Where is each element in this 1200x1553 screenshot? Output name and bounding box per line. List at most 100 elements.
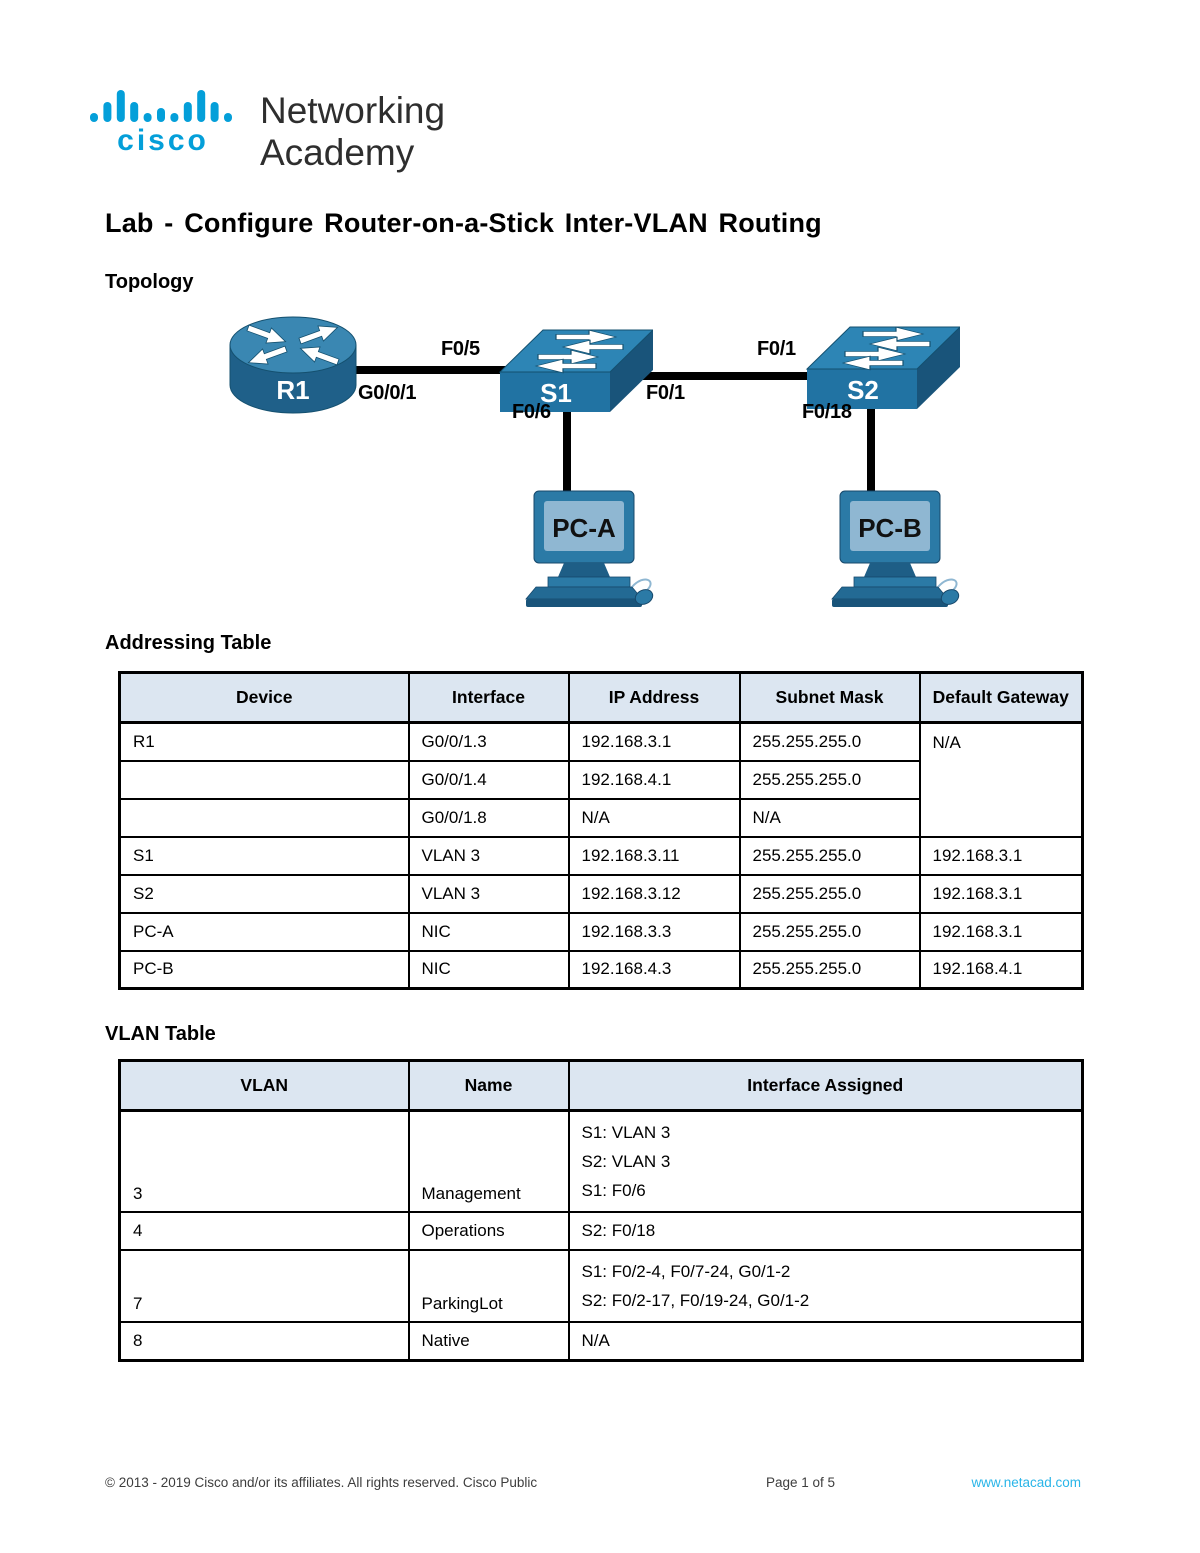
port-label-f0-6: F0/6: [512, 401, 551, 423]
table-row: PC-B NIC 192.168.4.3 255.255.255.0 192.1…: [118, 949, 1084, 990]
interface-line: S1: VLAN 3: [581, 1123, 671, 1142]
cell-mask: 255.255.255.0: [738, 759, 921, 800]
cell-device: [118, 759, 410, 800]
cell-mask: 255.255.255.0: [738, 835, 921, 876]
cell-ip: 192.168.3.11: [567, 835, 741, 876]
topology-diagram: R1 S1 S2 PC-A PC-B F0/5 G0/0/1 F0/6 F0/1…: [0, 300, 1200, 630]
cell-vlan: 3: [118, 1109, 410, 1213]
cell-mask: 255.255.255.0: [738, 949, 921, 990]
link-s2-pcb: [867, 402, 875, 492]
cisco-wordmark: cisco: [117, 124, 209, 157]
page-footer: © 2013 - 2019 Cisco and/or its affiliate…: [0, 1475, 1200, 1497]
port-label-f0-18: F0/18: [802, 401, 852, 423]
cell-vlan: 4: [118, 1211, 410, 1251]
col-header-mask: Subnet Mask: [738, 671, 921, 724]
switch-s2-label: S2: [847, 375, 879, 405]
cell-mask: 255.255.255.0: [738, 911, 921, 952]
cell-gateway: 192.168.3.1: [918, 873, 1084, 914]
cell-mask: 255.255.255.0: [738, 873, 921, 914]
brand-line-networking: Networking: [260, 90, 446, 131]
cell-interface: NIC: [407, 949, 570, 990]
cell-ip: 192.168.4.3: [567, 949, 741, 990]
col-header-name: Name: [407, 1059, 570, 1112]
pc-b-label: PC-B: [858, 513, 922, 543]
col-header-interface-assigned: Interface Assigned: [567, 1059, 1084, 1112]
cell-interface: G0/0/1.4: [407, 759, 570, 800]
table-row: 4 Operations S2: F0/18: [118, 1211, 1084, 1251]
addressing-header-row: Device Interface IP Address Subnet Mask …: [118, 671, 1084, 724]
switch-s2-icon: S2: [805, 319, 960, 411]
cell-interface: VLAN 3: [407, 835, 570, 876]
cell-device: S1: [118, 835, 410, 876]
cell-ip: N/A: [567, 797, 741, 838]
table-row: 8 Native N/A: [118, 1321, 1084, 1361]
cisco-networking-academy-logo: cisco Networking Academy: [88, 88, 445, 174]
col-header-gateway: Default Gateway: [918, 671, 1084, 724]
cell-interfaces: N/A: [567, 1321, 1084, 1361]
cell-interface: G0/0/1.3: [407, 721, 570, 762]
interface-line: S2: VLAN 3: [581, 1152, 671, 1171]
router-r1-icon: R1: [228, 315, 358, 417]
cell-gateway: 192.168.4.1: [918, 949, 1084, 990]
cell-device: [118, 797, 410, 838]
table-row: PC-A NIC 192.168.3.3 255.255.255.0 192.1…: [118, 911, 1084, 952]
col-header-vlan: VLAN: [118, 1059, 410, 1112]
cell-interfaces: S1: F0/2-4, F0/7-24, G0/1-2 S2: F0/2-17,…: [567, 1249, 1084, 1323]
networking-academy-text: Networking Academy: [260, 90, 445, 174]
cell-interface: NIC: [407, 911, 570, 952]
port-label-f0-5: F0/5: [441, 338, 480, 360]
brand-line-academy: Academy: [260, 132, 415, 173]
cell-interface: G0/0/1.8: [407, 797, 570, 838]
table-row: 3 Management S1: VLAN 3 S2: VLAN 3 S1: F…: [118, 1109, 1084, 1213]
router-r1-label: R1: [276, 375, 309, 405]
interface-line: S1: F0/6: [581, 1181, 646, 1200]
cell-name: Operations: [407, 1211, 570, 1251]
topology-heading: Topology: [105, 271, 194, 293]
netacad-link[interactable]: www.netacad.com: [971, 1475, 1081, 1490]
cell-ip: 192.168.3.1: [567, 721, 741, 762]
cell-device: PC-A: [118, 911, 410, 952]
page-number: Page 1 of 5: [766, 1475, 836, 1490]
cisco-bridge-bars-icon: [90, 90, 232, 122]
cell-gateway: 192.168.3.1: [918, 911, 1084, 952]
cell-ip: 192.168.4.1: [567, 759, 741, 800]
link-s1-s2: [642, 372, 812, 380]
cell-name: ParkingLot: [407, 1249, 570, 1323]
interface-line: S1: F0/2-4, F0/7-24, G0/1-2: [581, 1262, 791, 1281]
table-row: 7 ParkingLot S1: F0/2-4, F0/7-24, G0/1-2…: [118, 1249, 1084, 1323]
col-header-ip: IP Address: [567, 671, 741, 724]
cell-vlan: 7: [118, 1249, 410, 1323]
cell-name: Management: [407, 1109, 570, 1213]
table-row: S2 VLAN 3 192.168.3.12 255.255.255.0 192…: [118, 873, 1084, 914]
table-row: S1 VLAN 3 192.168.3.11 255.255.255.0 192…: [118, 835, 1084, 876]
link-s1-pca: [563, 405, 571, 492]
cell-interfaces: S2: F0/18: [567, 1211, 1084, 1251]
table-row: R1 G0/0/1.3 192.168.3.1 255.255.255.0 N/…: [118, 721, 1084, 838]
cell-gateway-merged: N/A: [918, 721, 1084, 838]
vlan-header-row: VLAN Name Interface Assigned: [118, 1059, 1084, 1112]
cell-device: S2: [118, 873, 410, 914]
cell-ip: 192.168.3.3: [567, 911, 741, 952]
table-row: G0/0/1.8 N/A N/A: [118, 797, 1083, 838]
col-header-interface: Interface: [407, 671, 570, 724]
page-title: Lab - Configure Router-on-a-Stick Inter-…: [105, 208, 822, 238]
cell-gateway: 192.168.3.1: [918, 835, 1084, 876]
cell-ip: 192.168.3.12: [567, 873, 741, 914]
pc-a-icon: PC-A: [525, 490, 657, 609]
pc-b-icon: PC-B: [831, 490, 963, 609]
cell-device: R1: [118, 721, 410, 762]
copyright-text: © 2013 - 2019 Cisco and/or its affiliate…: [105, 1475, 538, 1490]
addressing-table-heading: Addressing Table: [105, 632, 272, 654]
link-r1-s1: [348, 366, 510, 374]
cell-device: PC-B: [118, 949, 410, 990]
col-header-device: Device: [118, 671, 410, 724]
cell-interface: VLAN 3: [407, 873, 570, 914]
cell-name: Native: [407, 1321, 570, 1361]
cell-mask: 255.255.255.0: [738, 721, 921, 762]
switch-s1-icon: S1: [498, 322, 653, 414]
cell-interfaces: S1: VLAN 3 S2: VLAN 3 S1: F0/6: [567, 1109, 1084, 1213]
table-row: G0/0/1.4 192.168.4.1 255.255.255.0: [118, 759, 1083, 800]
vlan-table-heading: VLAN Table: [105, 1023, 216, 1045]
vlan-table: VLAN Name Interface Assigned 3 Managemen…: [118, 1059, 1084, 1362]
cell-mask: N/A: [738, 797, 921, 838]
